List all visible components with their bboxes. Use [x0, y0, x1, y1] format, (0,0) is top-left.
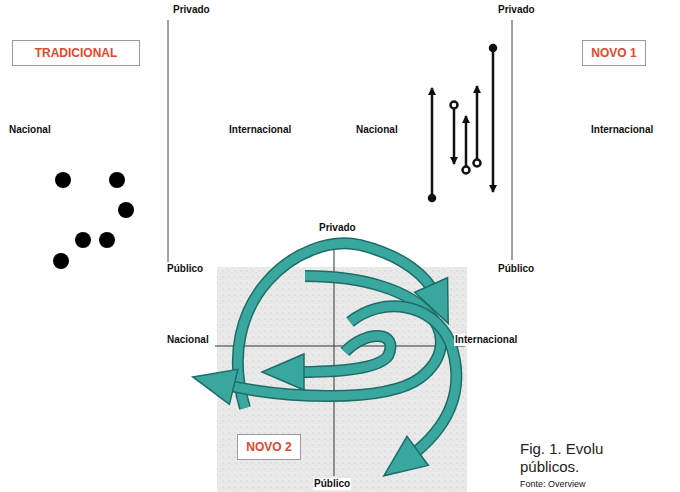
panel-title-box: NOVO 2	[237, 434, 301, 460]
axis-line	[215, 346, 465, 347]
source-note: Fonte: Overview	[520, 479, 586, 490]
axis-label: Internacional	[590, 124, 654, 136]
axis-label: Internacional	[454, 334, 518, 346]
axis-label: Privado	[172, 4, 211, 16]
panel-title-box: TRADICIONAL	[12, 40, 140, 66]
axis-label: Privado	[318, 222, 357, 234]
axis-label: Nacional	[8, 124, 52, 136]
axis-line	[512, 20, 513, 260]
dots	[53, 172, 134, 269]
axis-line	[168, 20, 169, 262]
figure-caption: Fig. 1. Evolu públicos.	[520, 440, 632, 476]
axis-label: Nacional	[166, 334, 210, 346]
axis-label: Público	[166, 263, 204, 275]
vertical-arrows	[429, 45, 496, 201]
panel-title: TRADICIONAL	[13, 46, 139, 60]
panel-title: NOVO 1	[583, 46, 645, 60]
panel-title: NOVO 2	[238, 440, 300, 454]
axis-label: Nacional	[355, 124, 399, 136]
axis-label: Público	[313, 478, 351, 490]
axis-label: Internacional	[228, 124, 292, 136]
panel-title-box: NOVO 1	[582, 40, 646, 66]
curved-arrows	[222, 243, 456, 458]
axis-label: Privado	[497, 4, 536, 16]
axis-label: Público	[497, 263, 535, 275]
